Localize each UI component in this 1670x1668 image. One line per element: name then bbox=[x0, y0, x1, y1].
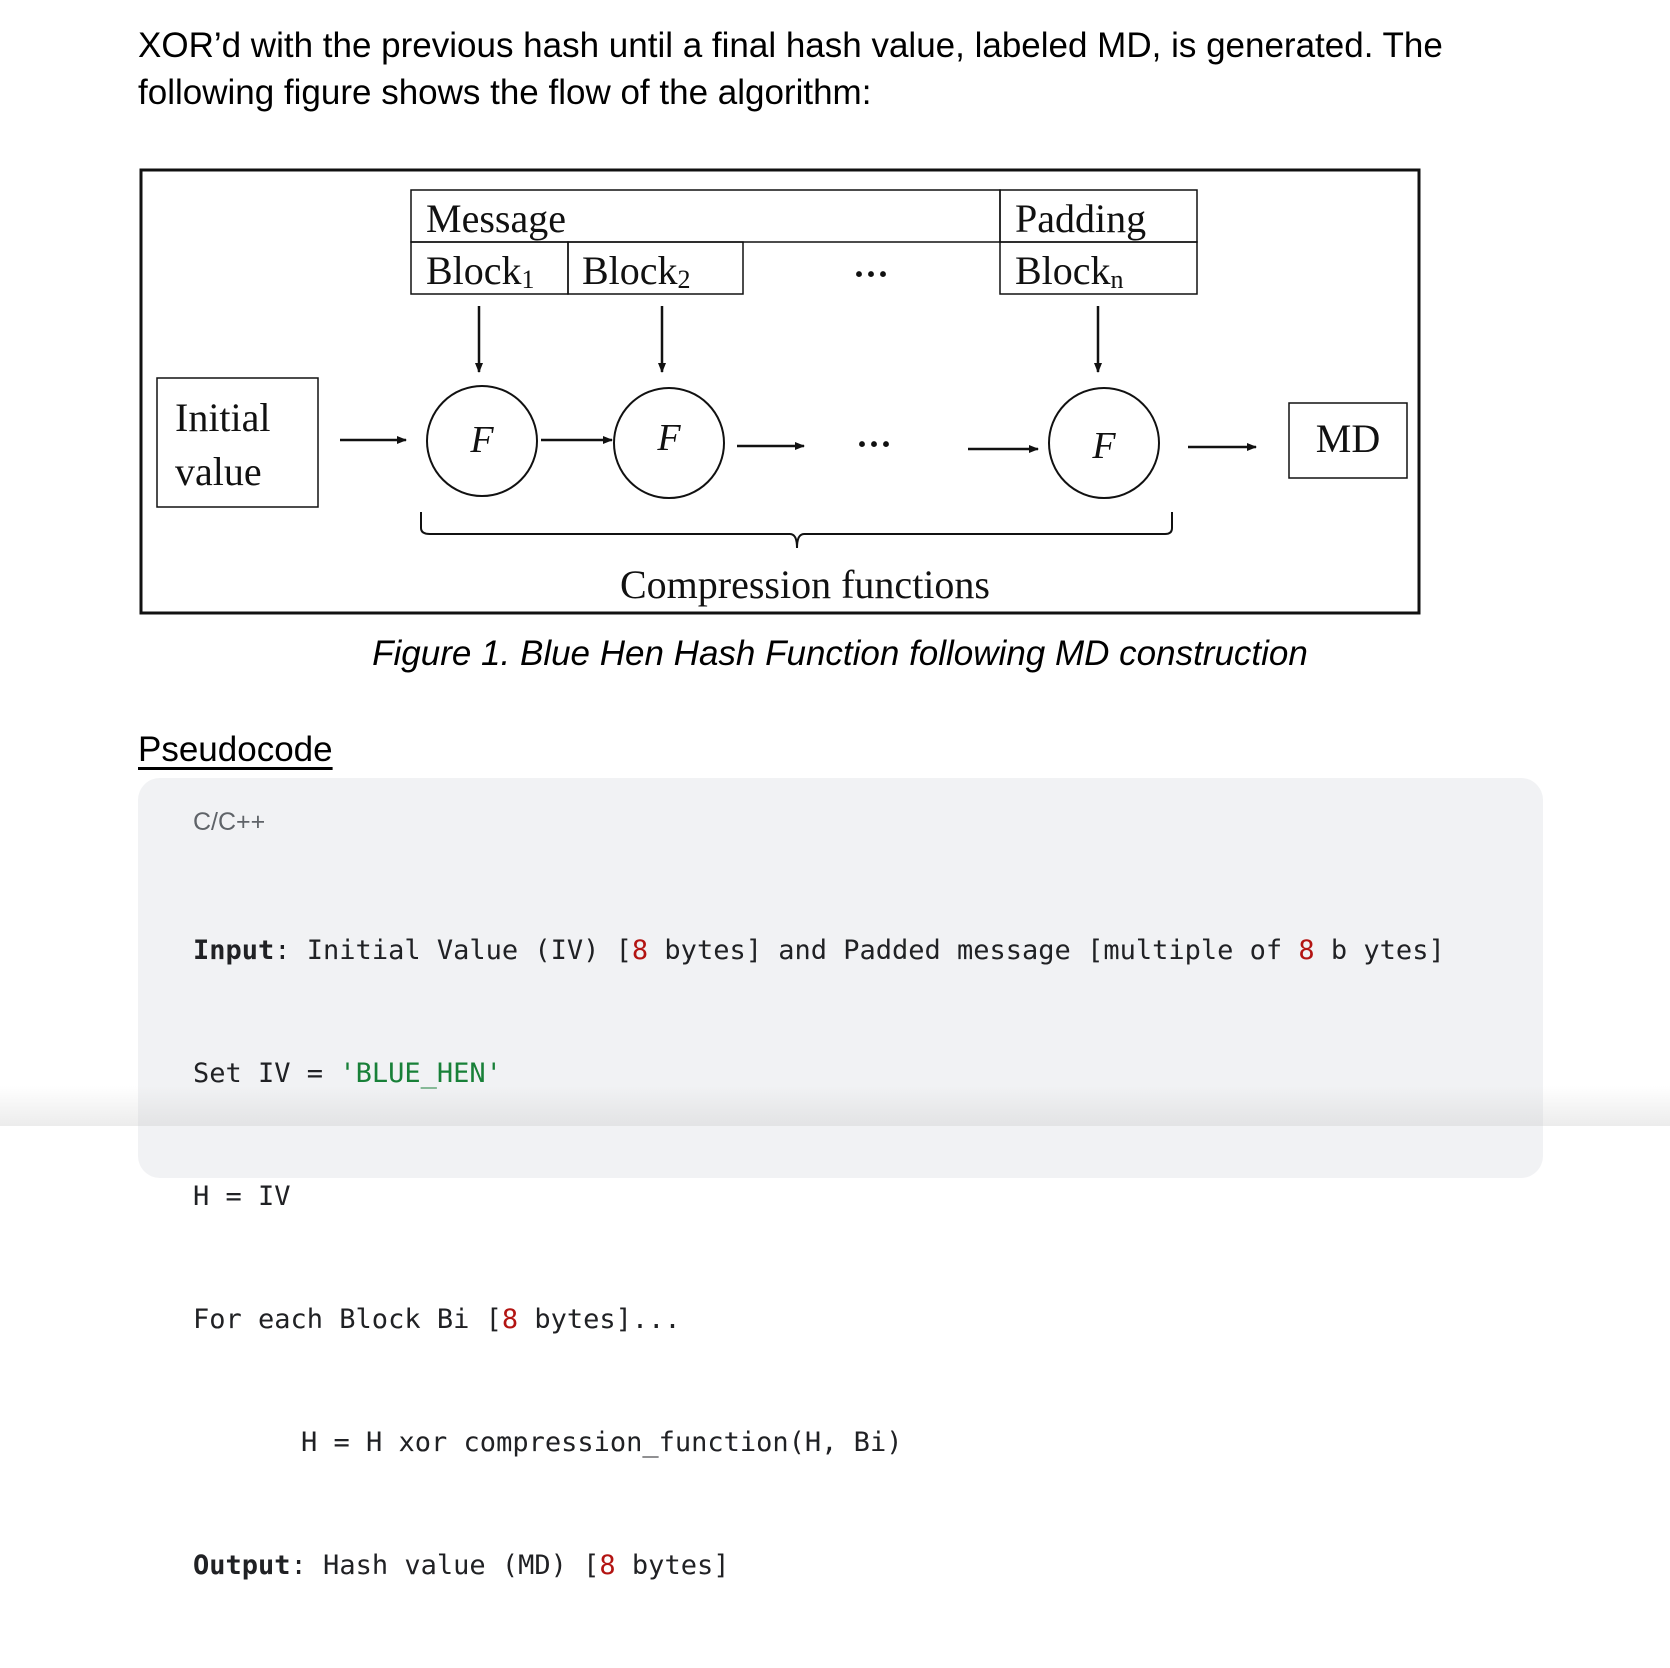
intro-paragraph: XOR’d with the previous hash until a fin… bbox=[138, 26, 1443, 112]
block-ellipsis: ··· bbox=[853, 254, 889, 294]
code-line-for: For each Block Bi [8 bytes]... bbox=[193, 1304, 681, 1335]
code-line-output: Output: Hash value (MD) [8 bytes] bbox=[193, 1550, 730, 1581]
function-label-n: F bbox=[1091, 425, 1116, 467]
figure-caption: Figure 1. Blue Hen Hash Function followi… bbox=[372, 634, 1308, 673]
initial-value-line2: value bbox=[175, 449, 262, 494]
block-2-box bbox=[567, 241, 744, 295]
padding-label: Padding bbox=[1015, 196, 1146, 241]
compression-function-n bbox=[1048, 387, 1160, 499]
code-line-loop-body: H = H xor compression_function(H, Bi) bbox=[301, 1427, 903, 1458]
function-ellipsis: ··· bbox=[856, 424, 892, 464]
block-n-box bbox=[999, 241, 1198, 295]
md-output-label: MD bbox=[1316, 416, 1380, 461]
bottom-fade bbox=[0, 1086, 1670, 1126]
code-line-input: Input: Initial Value (IV) [8 bytes] and … bbox=[193, 935, 1445, 966]
code-line-set-iv: Set IV = 'BLUE_HEN' bbox=[193, 1058, 502, 1089]
compression-function-1 bbox=[426, 385, 538, 497]
pseudocode-heading: Pseudocode bbox=[138, 730, 333, 769]
function-label-2: F bbox=[656, 417, 681, 459]
function-label-1: F bbox=[469, 419, 494, 461]
md-construction-diagram: Message Padding Block1 Block2 Blockn ···… bbox=[139, 168, 1421, 615]
message-label: Message bbox=[426, 196, 566, 241]
md-output-box bbox=[1288, 402, 1408, 479]
compression-function-2 bbox=[613, 387, 725, 499]
block-2-label: Block2 bbox=[582, 248, 691, 294]
code-language-label: C/C++ bbox=[193, 808, 266, 836]
code-lines: Input: Initial Value (IV) [8 bytes] and … bbox=[193, 848, 1445, 1668]
initial-value-box bbox=[156, 377, 319, 508]
initial-value-line1: Initial bbox=[175, 395, 271, 440]
compression-brace bbox=[420, 512, 1173, 549]
compression-functions-label: Compression functions bbox=[620, 562, 990, 607]
block-1-label: Block1 bbox=[426, 248, 535, 294]
block-n-label: Blockn bbox=[1015, 248, 1124, 294]
code-line-h-assign: H = IV bbox=[193, 1181, 291, 1212]
figure-frame bbox=[139, 168, 1421, 615]
